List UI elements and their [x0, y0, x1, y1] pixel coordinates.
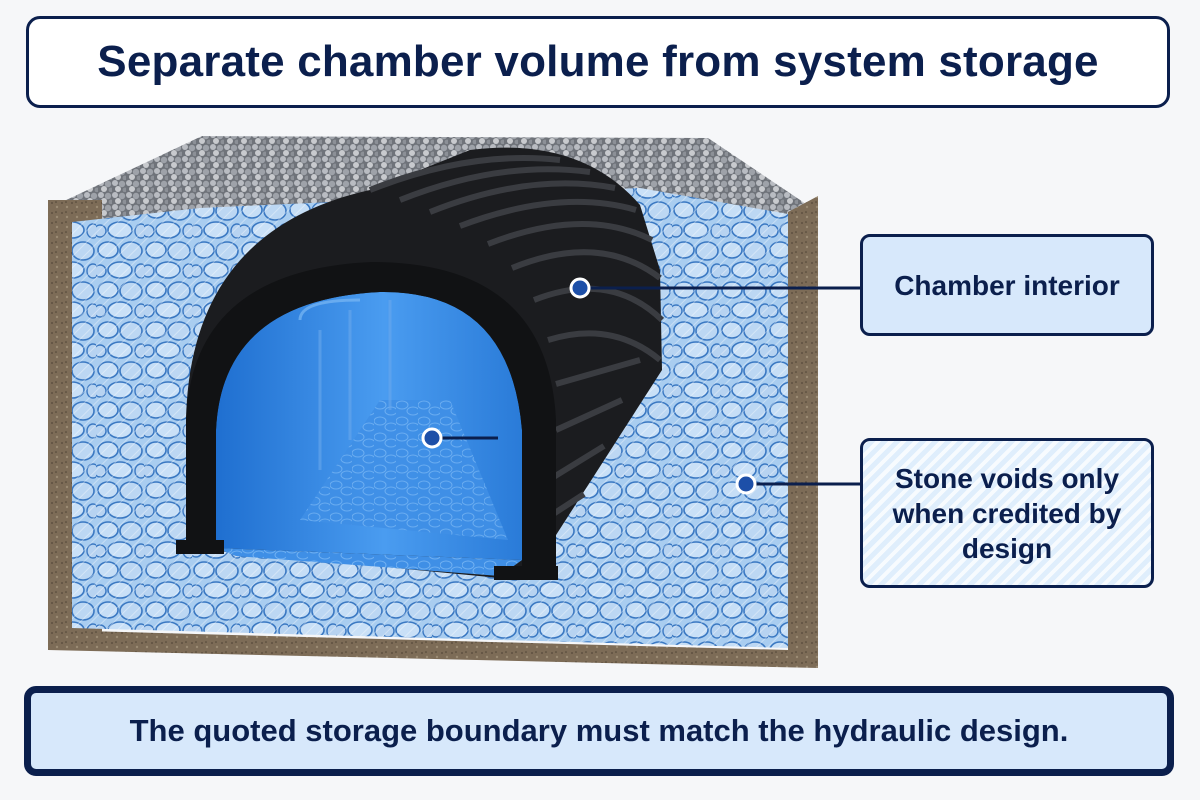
leader-chamber-interior [569, 277, 862, 299]
page-title: Separate chamber volume from system stor… [97, 37, 1099, 86]
callout-chamber-interior-text: Chamber interior [894, 269, 1120, 301]
footer-text: The quoted storage boundary must match t… [129, 713, 1069, 748]
soil-right-wall [788, 196, 818, 660]
marker-dot-icon [569, 277, 591, 299]
footer-banner: The quoted storage boundary must match t… [24, 686, 1174, 776]
callout-stone-voids-text: Stone voids only when credited by design [892, 462, 1122, 564]
chamber-foot-right [494, 566, 558, 580]
chamber-foot-left [176, 540, 224, 554]
callout-stone-voids: Stone voids only when credited by design [860, 438, 1154, 588]
title-banner: Separate chamber volume from system stor… [26, 16, 1170, 108]
soil-bottom [48, 630, 818, 668]
marker-dot-icon [421, 427, 443, 449]
callout-chamber-interior: Chamber interior [860, 234, 1154, 336]
chamber-interior [216, 291, 522, 576]
marker-dot-icon [735, 473, 757, 495]
leader-stone-voids [735, 473, 862, 495]
leader-chamber-water [421, 427, 498, 449]
